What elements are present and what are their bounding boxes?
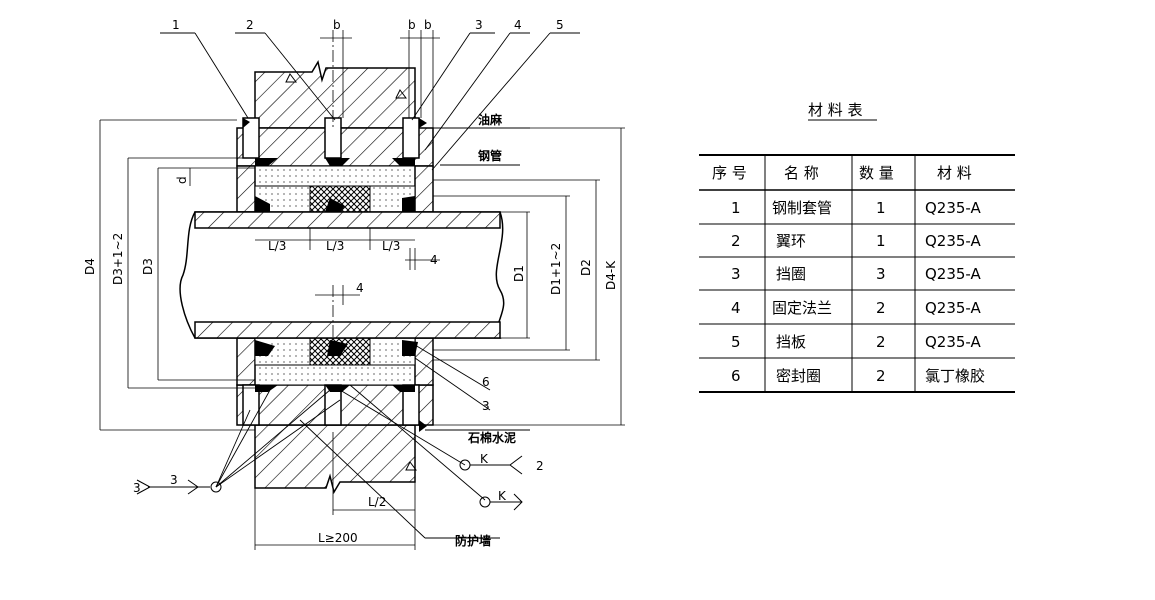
row2-material: Q235-A <box>925 232 982 250</box>
row6-material: 氯丁橡胶 <box>925 367 985 385</box>
header-material: 材 料 <box>937 164 972 182</box>
row5-qty: 2 <box>876 333 886 351</box>
materials-table: 材 料 表 序 号 名 称 数 量 材 料 1 钢制套管 1 Q235-A 2 … <box>699 101 1015 393</box>
callout-3-top: 3 <box>475 18 483 32</box>
dim-l3-2: L/3 <box>326 239 344 253</box>
weld-3-b: 3 <box>170 473 178 487</box>
dim-d2: D2 <box>579 259 593 276</box>
steel-pipe <box>179 211 505 339</box>
callout-6: 6 <box>482 375 490 389</box>
header-name: 名 称 <box>784 164 819 182</box>
row1-seq: 1 <box>731 199 741 217</box>
row1-name: 钢制套管 <box>772 199 832 217</box>
weld-k-2: K <box>498 489 507 503</box>
row5-material: Q235-A <box>925 333 982 351</box>
callout-1: 1 <box>172 18 180 32</box>
dim-d1-plus: D1+1~2 <box>549 243 563 295</box>
dim-d3: D3 <box>141 258 155 275</box>
row3-seq: 3 <box>731 265 741 283</box>
dim-4-b: 4 <box>356 281 364 295</box>
row3-qty: 3 <box>876 265 886 283</box>
weld-3-a: 3 <box>133 481 141 495</box>
dim-d: d <box>175 176 189 184</box>
dim-d3-plus: D3+1~2 <box>111 233 125 285</box>
row2-name: 翼环 <box>776 232 806 250</box>
label-oil-hemp: 油麻 <box>478 112 503 127</box>
row6-seq: 6 <box>731 367 741 385</box>
row2-seq: 2 <box>731 232 741 250</box>
callout-4: 4 <box>514 18 522 32</box>
row1-qty: 1 <box>876 199 886 217</box>
row6-name: 密封圈 <box>776 367 821 385</box>
dim-d1: D1 <box>512 265 526 282</box>
dim-length: L≥200 <box>318 531 358 545</box>
dim-4-a: 4 <box>430 253 438 267</box>
row2-qty: 1 <box>876 232 886 250</box>
row4-name: 固定法兰 <box>772 299 832 317</box>
callout-5: 5 <box>556 18 564 32</box>
dim-b-2: b <box>408 18 416 32</box>
dim-b-3: b <box>424 18 432 32</box>
label-asbestos-cement: 石棉水泥 <box>467 430 516 445</box>
dim-d4-k: D4-K <box>604 260 618 290</box>
table-title: 材 料 表 <box>808 101 863 119</box>
row4-qty: 2 <box>876 299 886 317</box>
row1-material: Q235-A <box>925 199 982 217</box>
protective-wall-bottom <box>254 424 417 494</box>
row5-name: 挡板 <box>776 333 806 351</box>
dim-l3-3: L/3 <box>382 239 400 253</box>
row3-material: Q235-A <box>925 265 982 283</box>
weld-2: 2 <box>536 459 544 473</box>
dimension-lines <box>99 30 625 550</box>
callout-3-bottom: 3 <box>482 399 490 413</box>
sleeve-body-bottom <box>236 337 434 432</box>
weld-k-1: K <box>480 452 489 466</box>
header-qty: 数 量 <box>859 164 894 182</box>
label-protective-wall: 防护墙 <box>455 533 491 548</box>
leader-lines <box>148 32 580 539</box>
row3-name: 挡圈 <box>776 265 806 283</box>
header-seq: 序 号 <box>712 164 747 182</box>
row4-seq: 4 <box>731 299 741 317</box>
sleeve-body-top <box>236 117 434 213</box>
dim-d4: D4 <box>83 258 97 275</box>
row5-seq: 5 <box>731 333 741 351</box>
weld-symbols <box>136 455 523 511</box>
dim-b-1: b <box>333 18 341 32</box>
label-steel-pipe: 钢管 <box>478 148 502 163</box>
callout-2: 2 <box>246 18 254 32</box>
dim-l2: L/2 <box>368 495 386 509</box>
dim-l3-1: L/3 <box>268 239 286 253</box>
row6-qty: 2 <box>876 367 886 385</box>
row4-material: Q235-A <box>925 299 982 317</box>
